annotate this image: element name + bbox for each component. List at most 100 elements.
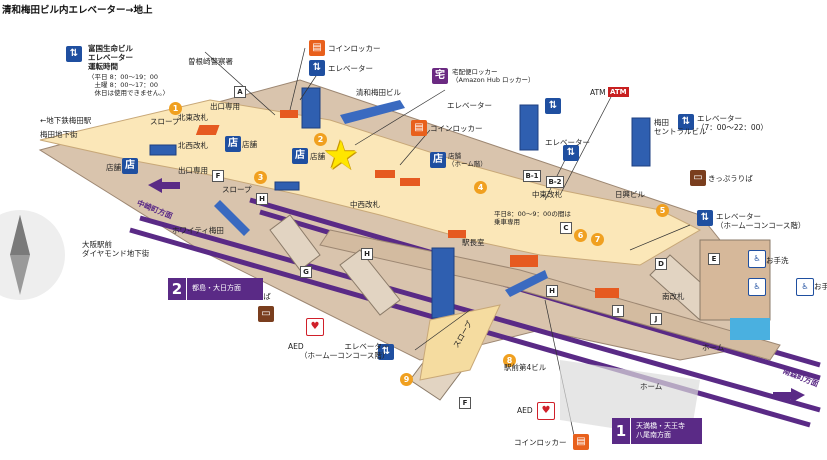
elevator-icon: ⇅ [563, 145, 579, 161]
elevator-label: エレベーター [545, 138, 590, 147]
exit-d: D [655, 258, 667, 270]
spot-number: 5 [656, 204, 669, 217]
elevator-label: エレベーター （ホーム一コンコース階） [300, 342, 390, 360]
shop-label: 店舗 [242, 140, 257, 149]
spot-number: 4 [474, 181, 487, 194]
escalators [214, 100, 548, 297]
exit-e: E [708, 253, 720, 265]
minami-gate-label: 南改札 [662, 292, 685, 301]
elevator-icon: ⇅ [378, 344, 394, 360]
elevator-icon: ⇅ [309, 60, 325, 76]
elevator-label: エレベーター （7：00〜22：00） [697, 114, 768, 132]
atm-label: ATM [590, 88, 606, 97]
exit-only-label: 出口専用 [178, 166, 208, 175]
spot-number: 3 [254, 171, 267, 184]
line-direction: 都島・大日方面 [192, 284, 241, 292]
exit-b2: B-2 [546, 176, 564, 188]
toilet-label: お手 [814, 282, 827, 291]
concourse [39, 99, 702, 266]
slope-label: スロープ [150, 117, 180, 126]
exit-b1: B-1 [523, 170, 541, 182]
exit-h: H [256, 193, 268, 205]
line-2-box: 2 都島・大日方面 [168, 278, 263, 300]
exit-g: G [300, 266, 312, 278]
aed-label: AED [288, 342, 304, 351]
sonezaki-label: 曽根崎警察署 [188, 57, 233, 66]
coin-locker-label: コインロッカー [328, 44, 381, 53]
toilet-icon: ♿ [748, 278, 766, 296]
shop-label: 店舗 [106, 163, 121, 172]
elevator-icon: ⇅ [545, 98, 561, 114]
toilet-icon: ♿ [748, 250, 766, 268]
line-number: 1 [612, 418, 631, 444]
aed-icon: ♥ [306, 318, 324, 336]
platform-label: ホーム [640, 382, 663, 391]
coin-locker-label: コインロッカー [514, 438, 567, 447]
elevator-label: エレベーター [328, 64, 373, 73]
coin-locker-label: コインロッカー [430, 124, 483, 133]
hours-note: 平日8：00〜9：00の間は 乗車専用 [494, 210, 571, 226]
whity-label: ホワイティ梅田 [172, 226, 224, 235]
current-location-star: ★ [323, 133, 359, 179]
line-1-box: 1 天満橋・天王寺 八尾南方面 [612, 418, 702, 444]
arrow-right [773, 388, 805, 403]
exit-c: C [560, 222, 572, 234]
aed-label: AED [517, 406, 533, 415]
elevator-icon: ⇅ [697, 210, 713, 226]
shop-icon: 店 [292, 148, 308, 164]
delivery-locker-label: 宅配便ロッカー （Amazon Hub ロッカー） [452, 68, 535, 84]
to-subway-label: ←地下鉄梅田駅 [40, 116, 92, 125]
elevator-label: エレベーター （ホーム一コンコース階） [716, 212, 806, 230]
nakanishi-gate-label: 中西改札 [350, 200, 380, 209]
spot-number: 9 [400, 373, 413, 386]
aed-icon: ♥ [537, 402, 555, 420]
shop-home-label: 店舗 （ホーム階） [448, 152, 487, 168]
umeda-underground-label: 梅田地下街 [40, 130, 78, 139]
exit-a: A [234, 86, 246, 98]
exit-h: H [546, 285, 558, 297]
coin-locker-icon: ▤ [573, 434, 589, 450]
toilet-label: お手洗 [766, 256, 789, 265]
slope [419, 304, 501, 381]
elevator-icon: ⇅ [678, 114, 694, 130]
spot-number: 6 [574, 229, 587, 242]
seiwa-label: 清和梅田ビル [356, 88, 401, 97]
tomikoku-hours: 〈平日 8：00〜19：00 土曜 8：00〜17：00 休日は使用できません。… [88, 73, 170, 97]
shop-icon: 店 [430, 152, 446, 168]
line-number: 2 [168, 278, 187, 300]
arrow-left [148, 178, 180, 193]
buildings [149, 87, 651, 319]
exit-h: H [361, 248, 373, 260]
nikko-bldg-label: 日興ビル [615, 190, 645, 199]
ekimae-4-label: 駅前第4ビル [504, 363, 547, 372]
shop-blocks [195, 110, 619, 298]
diamond-chika-label: 大阪駅前 ダイヤモンド地下街 [82, 240, 150, 258]
coin-locker-icon: ▤ [411, 120, 427, 136]
slope-label: スロープ [222, 185, 252, 194]
exit-f: F [212, 170, 224, 182]
spot-number: 8 [503, 354, 516, 367]
platform-label: ホーム [702, 343, 725, 352]
exit-j: J [650, 313, 662, 325]
exit-i: I [612, 305, 624, 317]
atm-icon: ATM [608, 87, 629, 97]
ticket-icon: ▭ [690, 170, 706, 186]
shop-icon: 店 [225, 136, 241, 152]
spot-number: 1 [169, 102, 182, 115]
elevator-label: エレベーター [447, 101, 492, 110]
spot-number: 7 [591, 233, 604, 246]
spot-number: 2 [314, 133, 327, 146]
umeda-central-label: 梅田 セントラルビル [654, 118, 707, 136]
exit-f-lower: F [459, 397, 471, 409]
ticket-icon: ▭ [258, 306, 274, 322]
shop-icon: 店 [122, 158, 138, 174]
ticket-office-label: きっぷうりば [708, 174, 753, 183]
kitahigashi-gate-label: 北東改札 [178, 113, 208, 122]
station-office-label: 駅長室 [462, 238, 485, 247]
toilet-block [730, 318, 770, 340]
elevator-icon: ⇅ [66, 46, 82, 62]
compass [0, 210, 65, 300]
nakahigashi-gate-label: 中東改札 [532, 190, 562, 199]
page-title: 清和梅田ビル内エレベーター→地上 [2, 5, 153, 16]
delivery-locker-icon: 宅 [432, 68, 448, 84]
